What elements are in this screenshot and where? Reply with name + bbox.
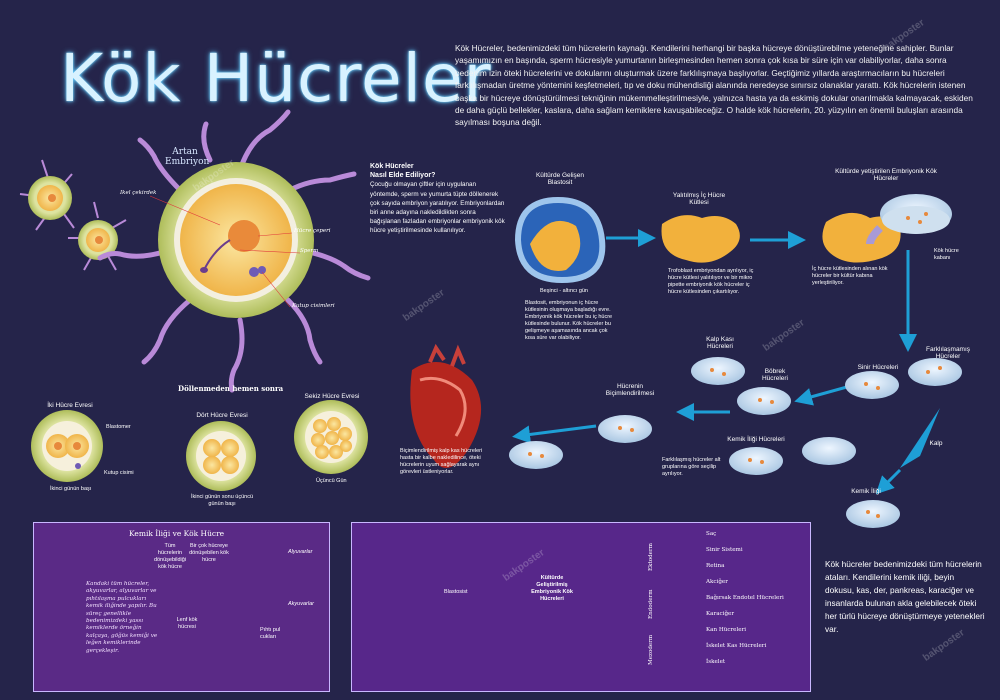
page-title: Kök Hücreler xyxy=(60,40,492,117)
stage-two-caption: İkinci günün başı xyxy=(50,486,92,492)
stage-eight-title: Sekiz Hücre Evresi xyxy=(304,393,360,400)
mesoderm-item: İskelet xyxy=(706,659,726,665)
heart-caption: Biçimlendirilmiş kalp kas hücreleri hast… xyxy=(400,448,483,475)
label-polar: Kutup cisimleri xyxy=(292,303,335,309)
panel1-node1: Tüm hücrelerin dönüşebildiği kök hücre xyxy=(153,543,187,570)
panel1-rbc: Alyuvarlar xyxy=(288,549,313,555)
label-icm: Yalıtılmış İç Hücre Kütlesi xyxy=(672,192,726,206)
label-blastocyst: Kültürde Gelişen Blastosit xyxy=(535,172,585,186)
panel1-node2: Bir çok hücreye dönüşebilen kök hücre xyxy=(189,543,229,563)
culture-dish xyxy=(822,194,952,263)
panel1-platelet: Pıhtı pul cukları xyxy=(260,627,281,640)
panel2-endoderm: Endoderm xyxy=(648,589,654,619)
four-cell-stage xyxy=(186,421,256,491)
panel2-mesoderm: Mezoderm xyxy=(648,634,654,665)
stage-four-caption: İkinci günün sonu üçüncü günün başı xyxy=(190,494,254,507)
label-sperm: Sperm xyxy=(300,248,319,254)
petri-dishes xyxy=(509,357,962,528)
question-body: Çocuğu olmayan çiftler için uygulanan yö… xyxy=(370,181,505,235)
egg-title: Artan Embriyon xyxy=(165,147,210,167)
label-bone-marrow-cells: Kemik İliği Hücreleri xyxy=(727,436,785,443)
panel1-node3: Lenf kök hücresi xyxy=(176,617,198,630)
panel1-text: Kandaki tüm hücreler, akyuvarlar, alyuva… xyxy=(86,581,158,654)
question-box: Kök Hücreler Nasıl Elde Ediliyor? Çocuğu… xyxy=(370,162,505,236)
stage-four-title: Dört Hücre Evresi xyxy=(196,412,248,419)
egg-title-line1: Artan xyxy=(172,147,198,157)
label-cultured: Kültürde yetiştirilen Embriyonik Kök Hüc… xyxy=(835,168,937,182)
panel2-cultured: Kültürde Geliştirilmiş Embriyonik Kök Hü… xyxy=(531,575,573,602)
endoderm-item: Akciğer xyxy=(706,579,728,585)
bone-marrow-panel: Kemik İliği ve Kök Hücre Kandaki tüm hüc… xyxy=(33,522,330,692)
mesoderm-item: İskelet Kas Hücreleri xyxy=(706,643,767,649)
panel2-ectoderm: Ektoderm xyxy=(648,543,654,571)
question-heading-1: Kök Hücreler xyxy=(370,163,414,170)
two-cell-stage xyxy=(31,410,103,482)
label-heart: Kalp xyxy=(929,440,943,447)
label-nucleus: Ikel çekirdek xyxy=(120,190,157,196)
label-heart-cells: Kalp Kası Hücreleri xyxy=(706,336,734,350)
blastocyst-caption-1: Beşinci - altıncı gün xyxy=(540,288,588,294)
ectoderm-item: Retina xyxy=(706,563,725,569)
endoderm-item: Karaciğer xyxy=(706,611,735,617)
icm-caption: Trofoblast embriyondan ayrılıyor, iç hüc… xyxy=(668,268,754,295)
blastocyst-caption-2: Blastosit, embriyonun iç hücre kütlesini… xyxy=(525,300,613,341)
panel1-wbc: Akyuvarlar xyxy=(288,601,314,607)
cultured-caption: İç hücre kütlesinden alınan kök hücreler… xyxy=(812,266,888,286)
label-marrow: Kemik İliği xyxy=(851,488,881,495)
small-embryo-2 xyxy=(68,201,127,271)
endoderm-item: Bağırsak Endotel Hücreleri xyxy=(706,595,784,601)
egg-caption: Döllenmeden hemen sonra xyxy=(178,384,284,393)
stage-two-title: İki Hücre Evresi xyxy=(47,402,93,409)
label-zona: Hücre çeperi xyxy=(294,228,331,234)
label-nerve: Sinir Hücreleri xyxy=(857,364,899,371)
differentiation-caption: Farklılaşmış hücreler alt gruplarına gör… xyxy=(662,457,721,477)
label-kidney: Böbrek Hücreleri xyxy=(761,368,788,382)
ectoderm-list: Saç Sinir Sistemi Retina Akciğer Bağırsa… xyxy=(706,531,784,675)
panel1-title: Kemik İliği ve Kök Hücre xyxy=(129,529,225,538)
label-polar-body: Kutup cisimi xyxy=(104,470,134,476)
inner-cell-mass xyxy=(661,215,740,263)
blastocyst xyxy=(514,196,606,284)
heart-beam xyxy=(900,408,940,468)
ectoderm-item: Saç xyxy=(706,531,717,537)
stage-eight-caption: Üçüncü Gün xyxy=(316,478,347,484)
heart-illustration xyxy=(410,343,482,468)
question-heading-2: Nasıl Elde Ediliyor? xyxy=(370,172,436,180)
eight-cell-stage xyxy=(294,400,368,474)
intro-text: Kök Hücreler, bedenimizdeki tüm hücreler… xyxy=(455,43,973,128)
panel2-blastocyst: Blastosist xyxy=(444,589,468,595)
egg-title-line2: Embriyon xyxy=(165,157,210,167)
mesoderm-item: Kan Hücreleri xyxy=(706,627,747,633)
fertilized-egg xyxy=(97,109,371,393)
right-text: Kök hücreler bedenimizdeki tüm hücreleri… xyxy=(825,559,985,634)
label-undifferentiated: Farklılaşmamış Hücreler xyxy=(925,346,971,360)
dish-label: Kök hücre kabanı xyxy=(934,248,959,261)
small-embryo-1 xyxy=(19,159,75,231)
label-shaping: Hücrenin Biçimlendirilmesi xyxy=(605,383,655,397)
germ-layers-panel: Blastosist Kültürde Geliştirilmiş Embriy… xyxy=(351,522,811,692)
label-blastomer: Blastomer xyxy=(106,424,131,430)
ectoderm-item: Sinir Sistemi xyxy=(706,547,743,553)
